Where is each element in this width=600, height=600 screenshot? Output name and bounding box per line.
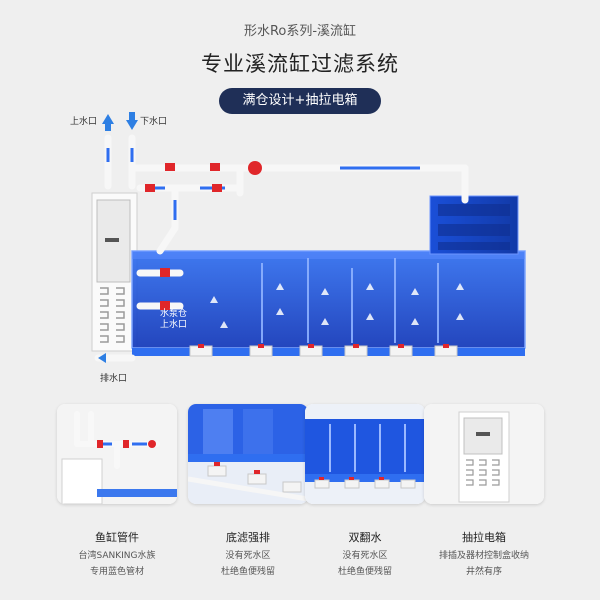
top-filter-box: [429, 195, 519, 255]
feature-desc-2b: 杜绝鱼便残留: [220, 567, 275, 577]
feature-grid: 鱼缸管件 台湾SANKING水族 专用蓝色管材 底滤强排 没有死水区 杜绝鱼便残…: [0, 404, 600, 600]
feature-desc-3b: 杜绝鱼便残留: [337, 567, 392, 577]
page-title: 专业溪流缸过滤系统: [201, 52, 399, 76]
feature-title-3: 双翻水: [348, 531, 382, 544]
feature-thumb-bottom-drain: [188, 404, 308, 504]
main-tank: [131, 250, 526, 349]
page-subtitle: 形水Ro系列-溪流缸: [243, 24, 357, 39]
feature-title-4: 抽拉电箱: [462, 531, 506, 544]
sump-label-line2: 上水口: [160, 320, 188, 330]
inlet-label: 上水口: [70, 117, 98, 127]
bottom-drain-rail: [132, 348, 525, 356]
feature-desc-1b: 专用蓝色管材: [89, 567, 144, 577]
feature-title-2: 底滤强排: [226, 531, 270, 544]
feature-thumb-pipes: [57, 404, 177, 504]
feature-title-1: 鱼缸管件: [95, 531, 139, 544]
sump-label-line1: 水泵仓: [160, 309, 188, 319]
drain-label: 排水口: [100, 374, 128, 384]
electric-cabinet: [91, 192, 138, 352]
outlet-label: 下水口: [140, 117, 168, 127]
feature-desc-4a: 排插及器材控制盒收纳: [438, 551, 529, 561]
flow-direction-arrows: [98, 112, 138, 363]
feature-badge: 满仓设计+抽拉电箱: [219, 88, 381, 114]
feature-desc-3a: 没有死水区: [342, 551, 388, 561]
feature-thumb-double-overflow: [305, 404, 425, 504]
aquarium-diagram: [91, 112, 526, 363]
feature-thumb-pullout-box: [424, 404, 544, 504]
feature-desc-4b: 井然有序: [465, 567, 502, 577]
sump-label: 水泵仓 上水口: [160, 309, 187, 331]
blue-pipe-segments: [106, 148, 420, 220]
feature-desc-1a: 台湾SANKING水族: [78, 551, 156, 561]
red-valves: [145, 161, 262, 310]
feature-desc-2a: 没有死水区: [225, 551, 271, 561]
